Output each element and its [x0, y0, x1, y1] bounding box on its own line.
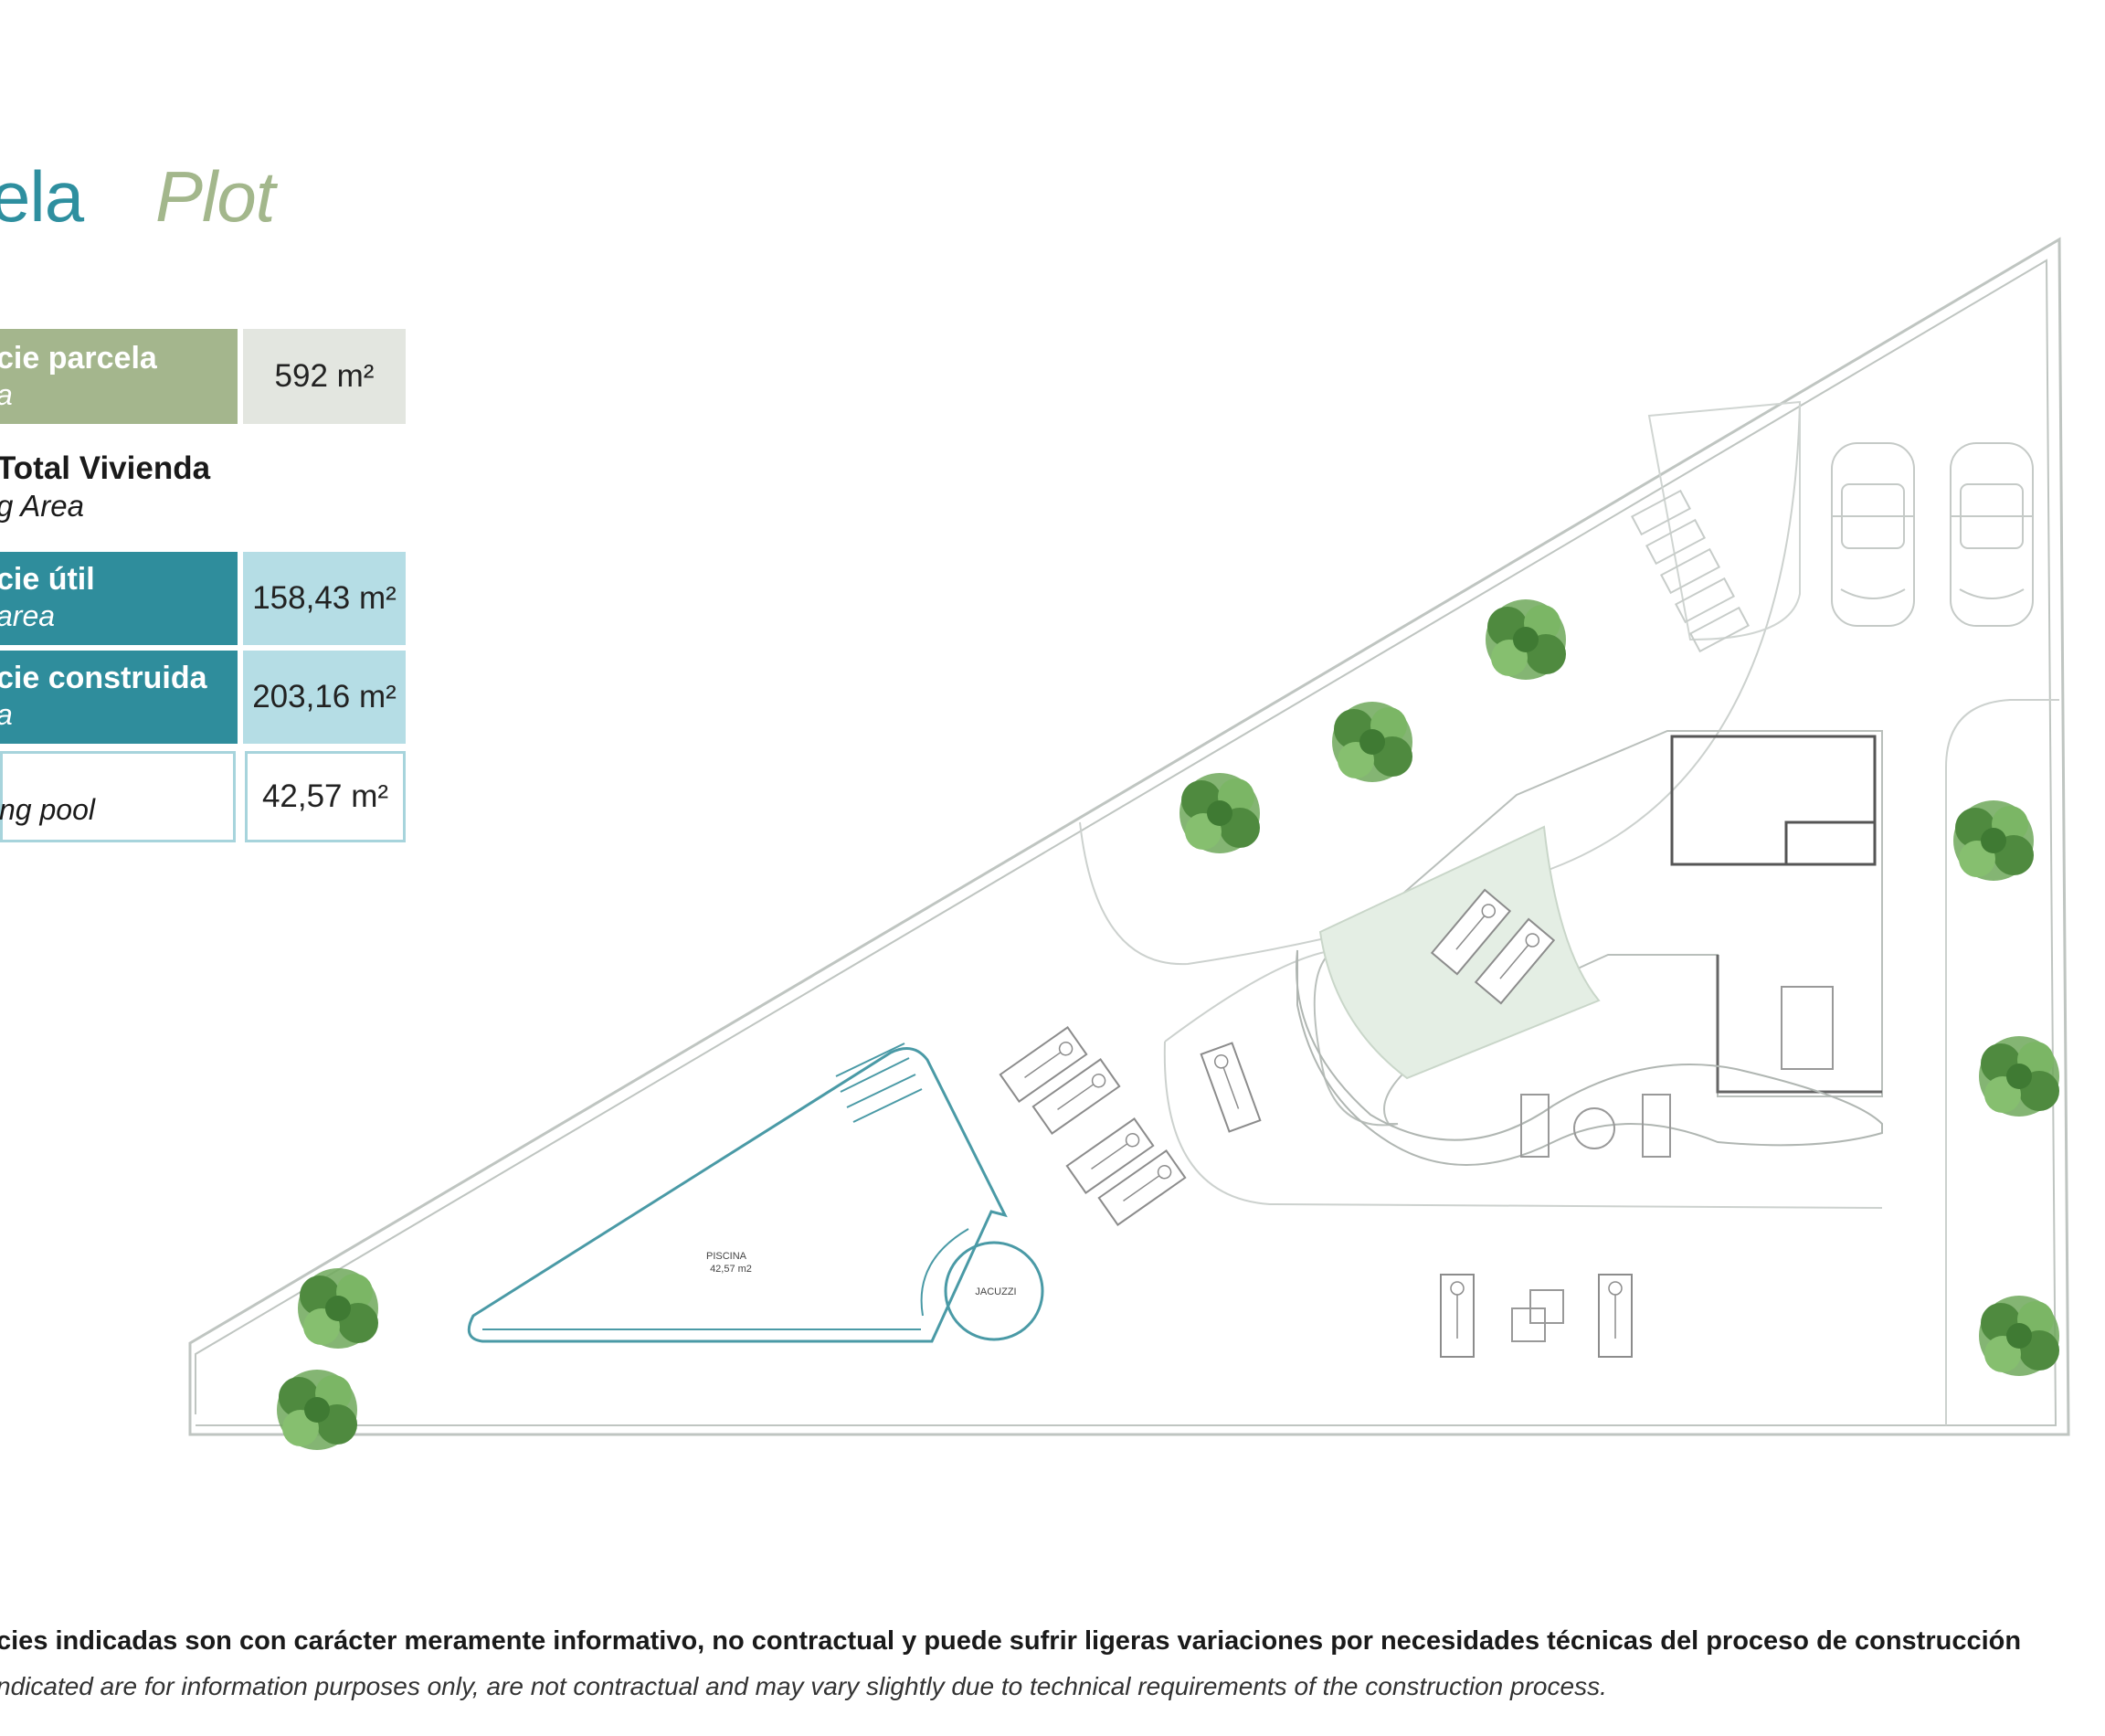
useful-area-value: 158,43 m²	[243, 552, 406, 645]
pool-label: PISCINA	[706, 1251, 747, 1262]
total-heading: Total Vivienda g Area	[0, 450, 210, 524]
plot-area-label-es: cie parcela	[0, 341, 157, 376]
title-es: ela	[0, 156, 84, 237]
trees	[277, 599, 2059, 1450]
plot-boundary	[188, 237, 2070, 1436]
pool-area-label: 42,57 m2	[710, 1264, 752, 1275]
built-area-label-en: a	[0, 697, 207, 732]
loungers	[999, 888, 1633, 1358]
plot-area-label-cell: cie parcela a	[0, 329, 238, 424]
pool	[467, 1043, 1044, 1343]
pool-area-label-cell: ng pool	[0, 751, 236, 842]
plot-area-label-en: a	[0, 377, 157, 412]
parking	[1630, 400, 2034, 653]
title-en: Plot	[155, 156, 275, 237]
garden-paths	[1079, 401, 2059, 1425]
outdoor-table	[1511, 1094, 1671, 1342]
jacuzzi-label: JACUZZI	[975, 1286, 1016, 1297]
useful-area-label-es: cie útil	[0, 562, 95, 597]
total-heading-en: g Area	[0, 489, 85, 523]
built-area-label-es: cie construida	[0, 661, 207, 695]
built-area-value: 203,16 m²	[243, 651, 406, 744]
useful-area-label-cell: cie útil area	[0, 552, 238, 645]
terrace-steps	[1296, 949, 1883, 1166]
pool-area-value: 42,57 m²	[245, 751, 406, 842]
disclaimer-es: cies indicadas son con carácter merament…	[0, 1626, 2022, 1656]
useful-area-label-en: area	[0, 598, 56, 632]
total-heading-es: Total Vivienda	[0, 450, 211, 486]
pool-area-label-en: ng pool	[0, 793, 95, 826]
built-area-label-cell: cie construida a	[0, 651, 238, 744]
plot-area-value: 592 m²	[243, 329, 406, 424]
disclaimer-en: ndicated are for information purposes on…	[0, 1672, 1607, 1700]
